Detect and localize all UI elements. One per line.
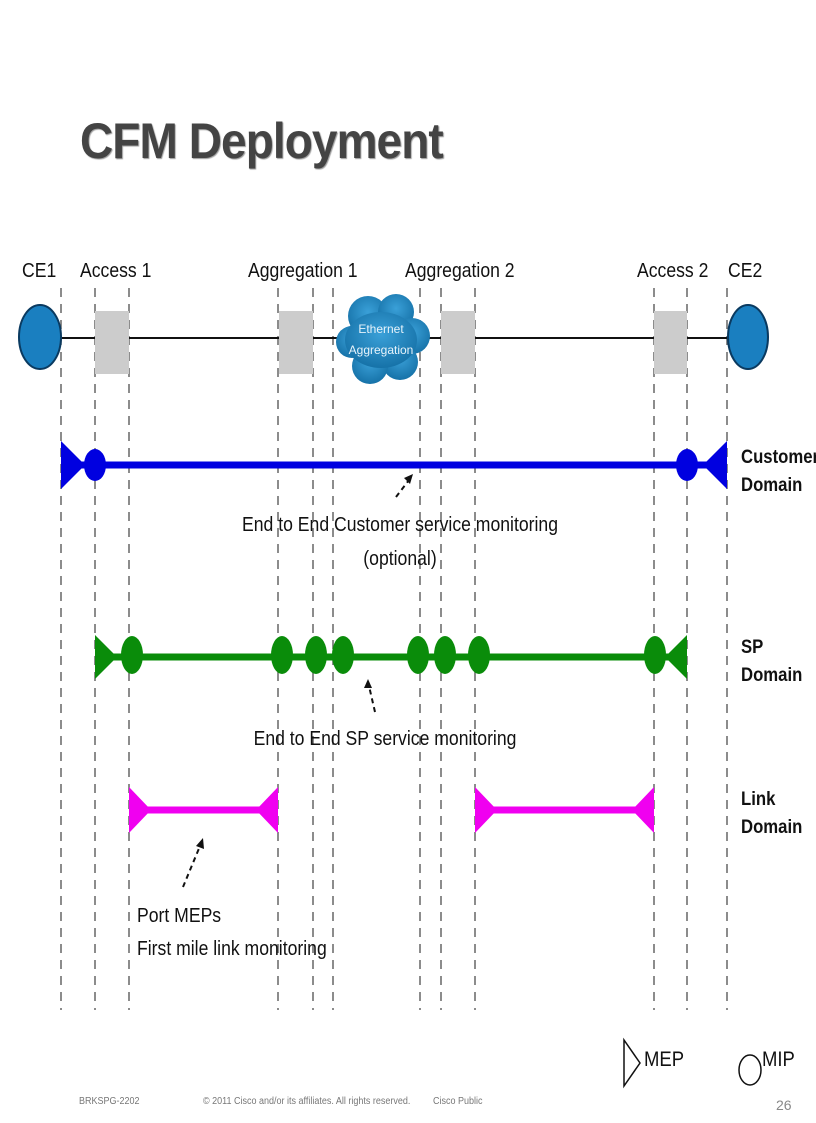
link-mep-right2: [632, 787, 654, 833]
ce1-label: CE1: [22, 260, 57, 282]
customer-mip-access2: [676, 449, 698, 481]
sp-mep-right: [665, 635, 687, 679]
sp-mip: [434, 636, 456, 674]
customer-mip-access1: [84, 449, 106, 481]
port-meps-note: Port MEPs: [137, 905, 222, 927]
cloud-label-line2: Aggregation: [349, 343, 414, 357]
mep-legend-label: MEP: [644, 1048, 685, 1071]
page-number: 26: [776, 1097, 792, 1113]
ethernet-aggregation-cloud: Ethernet Aggregation: [336, 294, 430, 384]
sp-mep-left: [95, 635, 117, 679]
ce2-node: [727, 304, 769, 370]
port-mep-arrow: [182, 845, 201, 888]
footer-code: BRKSPG-2202: [79, 1096, 140, 1107]
link-domain-lines: [129, 787, 654, 833]
sp-mip: [121, 636, 143, 674]
page-title: CFM Deployment: [80, 113, 444, 169]
sp-domain-label: SP Domain: [741, 637, 803, 686]
sp-mip: [644, 636, 666, 674]
link-mep-right1: [256, 787, 278, 833]
link-mep-left2: [475, 787, 497, 833]
access2-label: Access 2: [637, 260, 709, 282]
footer-copyright: © 2011 Cisco and/or its affiliates. All …: [203, 1096, 411, 1107]
customer-optional-note: (optional): [363, 548, 437, 570]
access1-device: [95, 311, 129, 374]
cloud-label-line1: Ethernet: [358, 322, 404, 336]
customer-arrow: [395, 479, 410, 498]
aggregation2-device: [441, 311, 475, 374]
footer-classification: Cisco Public: [433, 1096, 483, 1107]
access2-device: [654, 311, 687, 374]
guide-lines: [60, 288, 728, 1010]
sp-arrow: [368, 685, 376, 713]
sp-mip: [468, 636, 490, 674]
mip-legend-label: MIP: [762, 1048, 795, 1071]
sp-mip: [271, 636, 293, 674]
sp-mip: [407, 636, 429, 674]
link-mep-left1: [129, 787, 151, 833]
customer-mep-left: [61, 441, 85, 489]
customer-monitoring-note: End to End Customer service monitoring: [242, 514, 558, 536]
sp-mip: [305, 636, 327, 674]
ce1-node: [18, 304, 62, 370]
customer-domain-label: Customer Domain: [741, 447, 816, 496]
mip-legend-icon: [738, 1054, 762, 1086]
ce2-label: CE2: [728, 260, 763, 282]
first-mile-note: First mile link monitoring: [137, 938, 327, 960]
customer-domain-line: [61, 441, 727, 489]
sp-mip: [332, 636, 354, 674]
aggregation2-label: Aggregation 2: [405, 260, 515, 282]
link-domain-label: Link Domain: [741, 789, 803, 838]
sp-monitoring-note: End to End SP service monitoring: [253, 728, 517, 750]
access1-label: Access 1: [80, 260, 152, 282]
sp-domain-line: [95, 635, 687, 679]
mep-legend-icon: [623, 1037, 641, 1089]
aggregation1-label: Aggregation 1: [248, 260, 358, 282]
aggregation1-device: [279, 311, 313, 374]
customer-mep-right: [703, 441, 727, 489]
